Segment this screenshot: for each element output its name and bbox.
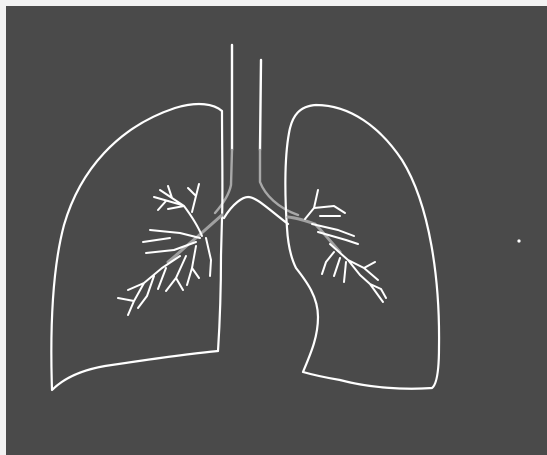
right-upper-branch — [305, 190, 345, 219]
right-bronchial-tree — [288, 190, 386, 302]
trachea-right-wall — [260, 60, 261, 150]
right-lower-branch — [330, 244, 386, 302]
left-hilum-branch — [206, 238, 211, 276]
right-lower-branch-2 — [322, 252, 346, 282]
left-bronchial-tree — [118, 184, 222, 315]
dot-mark — [517, 239, 520, 242]
right-lung-outline — [285, 105, 439, 389]
trachea-left-wall-lower — [215, 150, 232, 213]
left-upper-branch — [160, 184, 202, 236]
carina — [224, 197, 288, 224]
